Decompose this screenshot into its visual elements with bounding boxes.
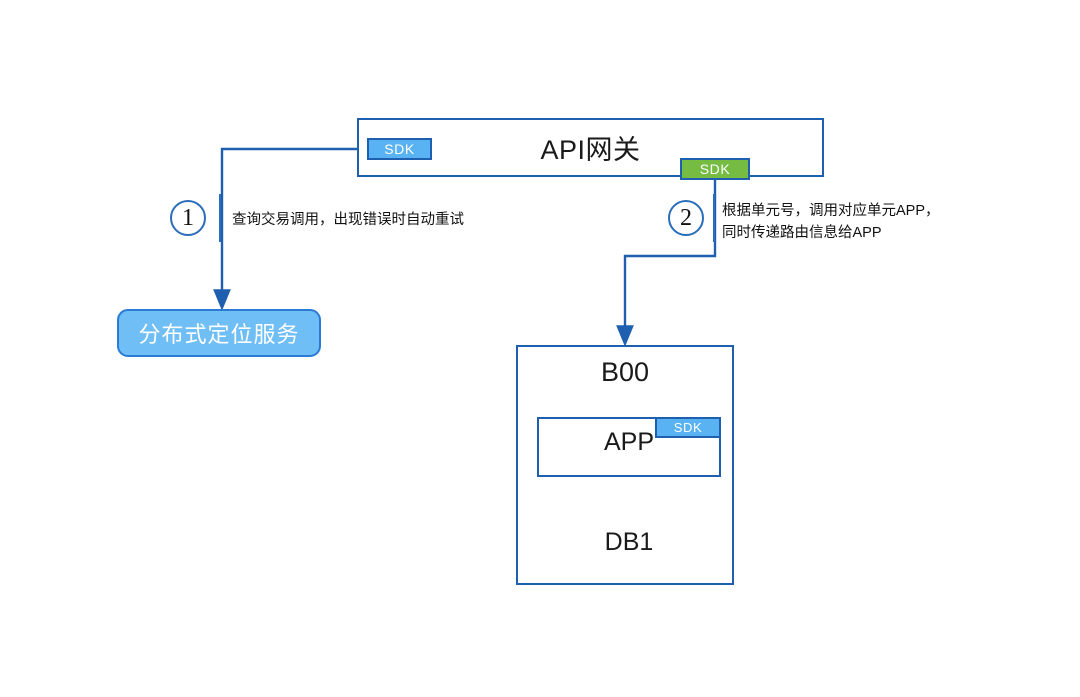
app-sdk-badge[interactable]: SDK [655,417,721,438]
db1-label: DB1 [604,528,654,556]
arrow-gateway-to-location-service [213,147,357,311]
callout-divider-2 [713,194,715,242]
unit-b00-label: B00 [600,357,650,387]
gateway-sdk-badge-left[interactable]: SDK [367,138,432,160]
distributed-location-service-box[interactable]: 分布式定位服务 [117,309,321,357]
callout-text-1: 查询交易调用，出现错误时自动重试 [232,212,464,228]
arrow-gateway-to-unit-b00 [616,180,717,347]
callout-divider-1 [219,194,221,242]
callout-number-2: 2 [668,200,704,236]
api-gateway-label: API网关 [540,134,641,165]
gateway-sdk-badge-right[interactable]: SDK [680,158,750,180]
app-label: APP [603,428,655,456]
callout-text-2: 根据单元号，调用对应单元APP， 同时传递路由信息给APP [722,203,940,241]
app-box[interactable] [537,417,721,477]
callout-number-1: 1 [170,200,206,236]
